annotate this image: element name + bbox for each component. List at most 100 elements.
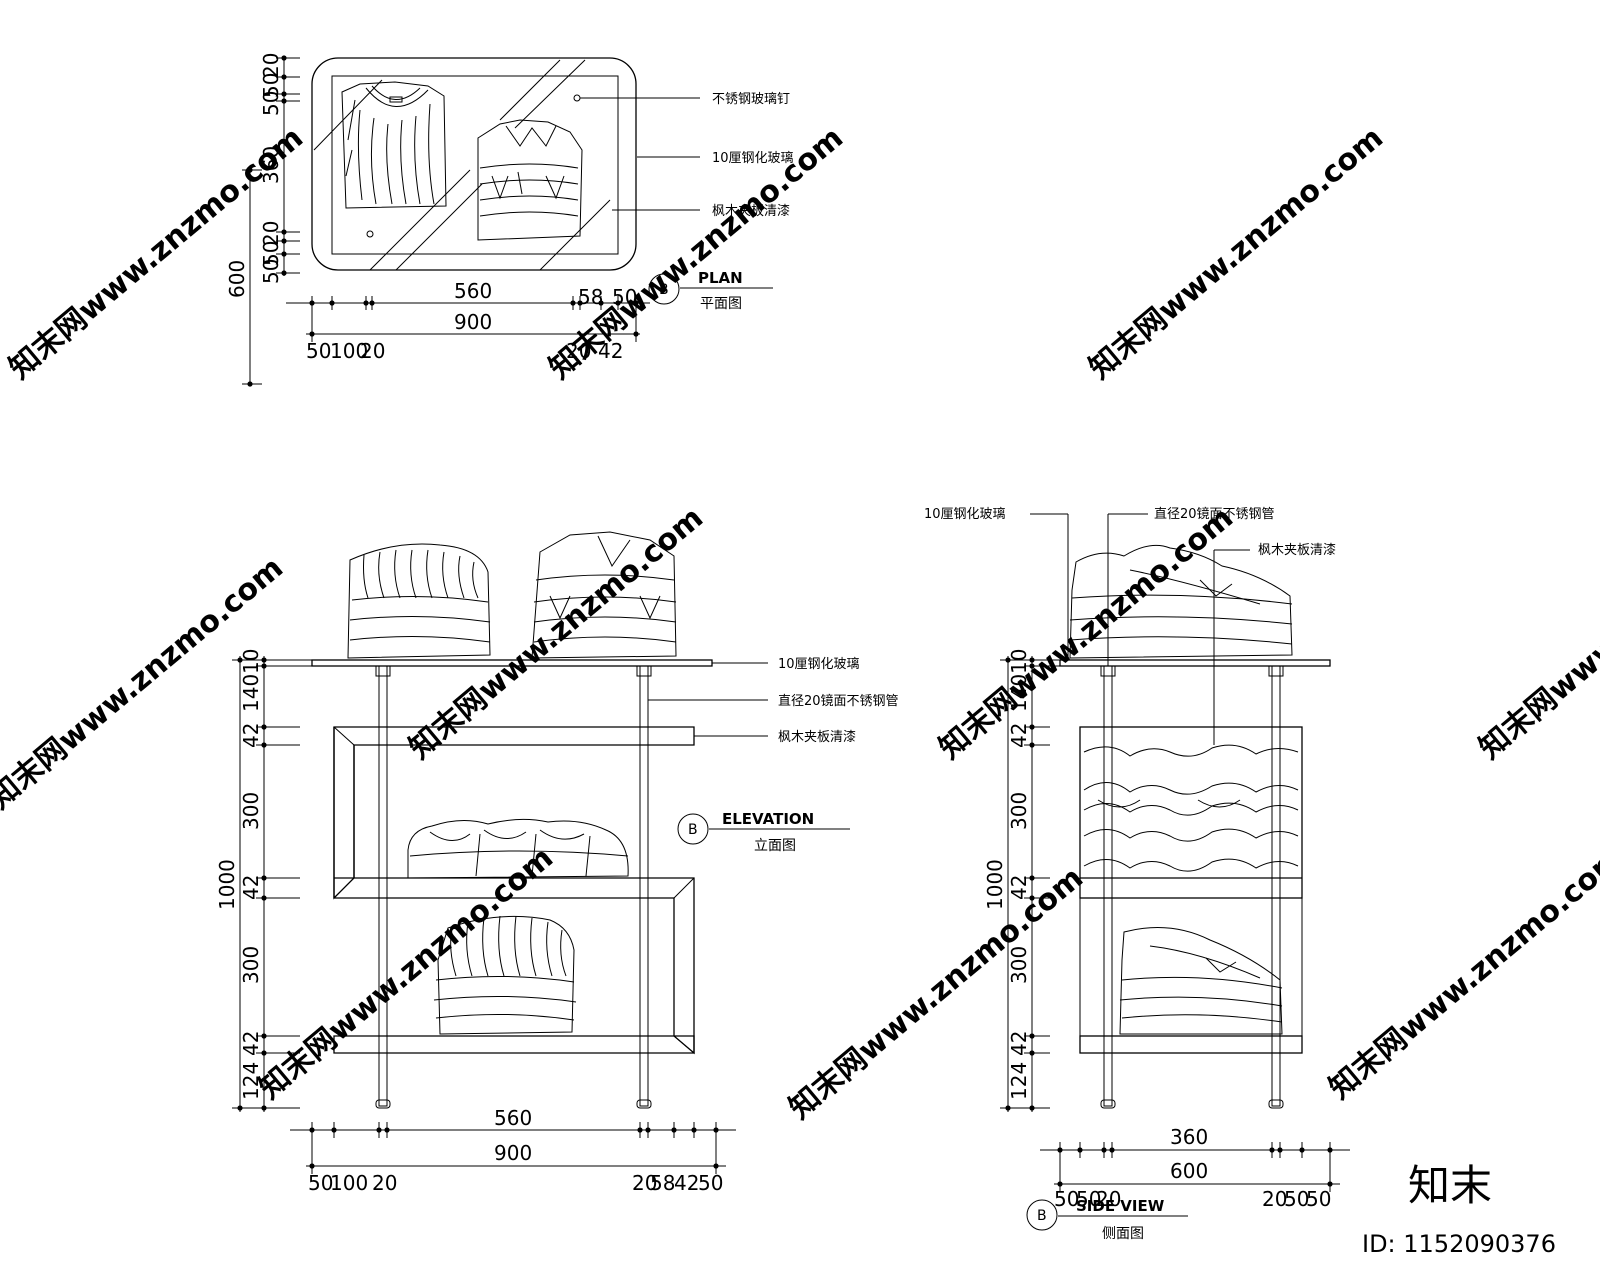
elevation-title-block: B ELEVATION 立面图 bbox=[677, 810, 850, 854]
elevation-dim-h-100: 100 bbox=[330, 1171, 368, 1195]
elevation-horizontal-dims: 560 900 50 100 20 20 58 42 50 bbox=[290, 1106, 736, 1195]
plan-dim-h-560: 560 bbox=[454, 279, 492, 303]
plan-callouts: 不锈钢玻璃钉 10厘钢化玻璃 枫木夹板清漆 bbox=[580, 92, 794, 219]
watermark-6: 知末网www.znzmo.com bbox=[933, 500, 1240, 766]
elevation-subtitle: 立面图 bbox=[754, 838, 796, 854]
side-dim-h-50b: 50 bbox=[1076, 1187, 1101, 1211]
plan-dim-h-20-bottom: 20 bbox=[360, 339, 385, 363]
plan-dim-v-50c: 50 bbox=[259, 241, 283, 266]
elevation-marker-letter: B bbox=[688, 822, 698, 838]
elevation-dim-v-140: 140 bbox=[239, 674, 263, 712]
elevation-dim-v-42c: 42 bbox=[239, 1031, 263, 1056]
side-steel-tubes bbox=[1100, 665, 1284, 1109]
elevation-section-marker bbox=[677, 813, 709, 845]
side-dim-v-10: 10 bbox=[1007, 649, 1031, 674]
side-title: SIDE VIEW bbox=[1076, 1197, 1165, 1215]
elevation-dim-v-10: 10 bbox=[239, 649, 263, 674]
watermark-10: 知末网www.znzmo.com bbox=[1323, 840, 1600, 1106]
elevation-title: ELEVATION bbox=[722, 810, 814, 828]
plan-section-marker bbox=[648, 273, 680, 305]
side-dim-v-42b: 42 bbox=[1007, 875, 1031, 900]
plan-callout-pin: 不锈钢玻璃钉 bbox=[712, 92, 790, 107]
plan-dim-h-900: 900 bbox=[454, 310, 492, 334]
plan-dim-v-20b: 20 bbox=[259, 221, 283, 246]
elevation-top-sweater-stack bbox=[347, 543, 491, 659]
side-subtitle: 侧面图 bbox=[1102, 1226, 1144, 1242]
elevation-dim-h-20a: 20 bbox=[372, 1171, 397, 1195]
side-dim-h-50d: 50 bbox=[1306, 1187, 1331, 1211]
elevation-top-shirt-stack bbox=[531, 531, 677, 659]
side-callouts: 10厘钢化玻璃 直径20镜面不锈钢管 枫木夹板清漆 bbox=[924, 507, 1336, 745]
plan-view: 不锈钢玻璃钉 10厘钢化玻璃 枫木夹板清漆 20 50 50 360 20 50… bbox=[225, 53, 794, 387]
elevation-callouts: 10厘钢化玻璃 直径20镜面不锈钢管 枫木夹板清漆 bbox=[648, 657, 899, 745]
side-title-block: B SIDE VIEW 侧面图 bbox=[1026, 1197, 1188, 1242]
watermark-9: 知末网www.znzmo.com bbox=[783, 860, 1090, 1126]
brand-corner: 知末 ID: 1152090376 bbox=[1362, 1161, 1556, 1258]
elevation-dim-h-58: 58 bbox=[650, 1171, 675, 1195]
watermark-7: 知末网www.znzmo.com bbox=[1473, 500, 1600, 766]
plan-dim-v-50d: 50 bbox=[259, 259, 283, 284]
plan-glass-hatch bbox=[313, 59, 611, 271]
side-dim-h-50a: 50 bbox=[1054, 1187, 1079, 1211]
side-dim-v-124: 124 bbox=[1007, 1062, 1031, 1100]
elevation-maple-board-frame bbox=[333, 726, 695, 1055]
plan-horizontal-dims: 560 58 50 900 50 100 20 20 42 bbox=[286, 279, 650, 363]
watermark-8: 知末网www.znzmo.com bbox=[253, 840, 560, 1106]
side-vertical-dims: 10 140 42 300 42 300 42 124 1000 bbox=[983, 649, 1060, 1112]
elevation-dim-h-42: 42 bbox=[674, 1171, 699, 1195]
elevation-middle-shirts bbox=[407, 818, 629, 879]
side-dim-h-600: 600 bbox=[1170, 1159, 1208, 1183]
plan-glass-pin bbox=[366, 230, 374, 238]
side-top-clothing-stack bbox=[1069, 544, 1293, 659]
plan-dim-h-50-bottom: 50 bbox=[306, 339, 331, 363]
elevation-dim-v-42b: 42 bbox=[239, 875, 263, 900]
brand-logo-text: 知末 bbox=[1408, 1161, 1492, 1210]
plan-callout-board: 枫木夹板清漆 bbox=[712, 203, 790, 219]
side-dim-h-20b: 20 bbox=[1262, 1187, 1287, 1211]
side-horizontal-dims: 360 600 50 50 20 20 50 50 bbox=[1040, 1125, 1350, 1211]
side-marker-letter: B bbox=[1037, 1208, 1047, 1224]
plan-glass-pin bbox=[573, 94, 581, 102]
elevation-dim-h-50a: 50 bbox=[308, 1171, 333, 1195]
side-board-pattern bbox=[1083, 744, 1299, 872]
plan-title-block: B PLAN 平面图 bbox=[648, 269, 773, 312]
side-dim-h-360: 360 bbox=[1170, 1125, 1208, 1149]
plan-board bbox=[331, 75, 619, 255]
plan-shirt-illustration bbox=[477, 119, 583, 241]
side-dim-v-1000: 1000 bbox=[983, 859, 1007, 910]
plan-title: PLAN bbox=[698, 269, 743, 287]
side-callout-tube: 直径20镜面不锈钢管 bbox=[1154, 507, 1275, 522]
plan-dim-v-20a: 20 bbox=[259, 53, 283, 78]
plan-dim-v-360: 360 bbox=[259, 146, 283, 184]
elevation-dim-v-1000: 1000 bbox=[215, 859, 239, 910]
plan-sweater-illustration bbox=[341, 81, 447, 209]
plan-dim-h-50: 50 bbox=[612, 285, 637, 309]
side-dim-h-50c: 50 bbox=[1284, 1187, 1309, 1211]
side-view: 10厘钢化玻璃 直径20镜面不锈钢管 枫木夹板清漆 10 140 42 300 … bbox=[924, 507, 1350, 1242]
side-glass-top bbox=[1059, 659, 1331, 667]
side-section-marker bbox=[1026, 1199, 1058, 1231]
elevation-dim-v-42a: 42 bbox=[239, 723, 263, 748]
side-dim-v-42c: 42 bbox=[1007, 1031, 1031, 1056]
plan-dim-v-50b: 50 bbox=[259, 91, 283, 116]
plan-dim-h-100-bottom: 100 bbox=[330, 339, 368, 363]
watermark-3: 知末网www.znzmo.com bbox=[1083, 120, 1390, 386]
side-dim-v-140: 140 bbox=[1007, 674, 1031, 712]
plan-vertical-dims: 20 50 50 360 20 50 50 600 bbox=[225, 53, 300, 387]
elevation-view: 10厘钢化玻璃 直径20镜面不锈钢管 枫木夹板清漆 10 140 42 300 … bbox=[215, 531, 899, 1195]
plan-dim-h-20b-bottom: 20 bbox=[566, 339, 591, 363]
elevation-steel-tubes bbox=[375, 665, 652, 1109]
plan-dim-h-58: 58 bbox=[578, 285, 603, 309]
elevation-dim-v-300b: 300 bbox=[239, 946, 263, 984]
elevation-bottom-sweater-stack bbox=[433, 915, 577, 1035]
side-callout-glass: 10厘钢化玻璃 bbox=[924, 507, 1006, 522]
elevation-dim-v-124: 124 bbox=[239, 1062, 263, 1100]
elevation-dim-h-20b: 20 bbox=[632, 1171, 657, 1195]
plan-callout-glass: 10厘钢化玻璃 bbox=[712, 151, 794, 166]
side-bottom-clothing-stack bbox=[1119, 927, 1283, 1035]
plan-subtitle: 平面图 bbox=[700, 296, 742, 312]
plan-dim-v-50a: 50 bbox=[259, 73, 283, 98]
side-dim-v-300a: 300 bbox=[1007, 792, 1031, 830]
side-dim-v-300b: 300 bbox=[1007, 946, 1031, 984]
